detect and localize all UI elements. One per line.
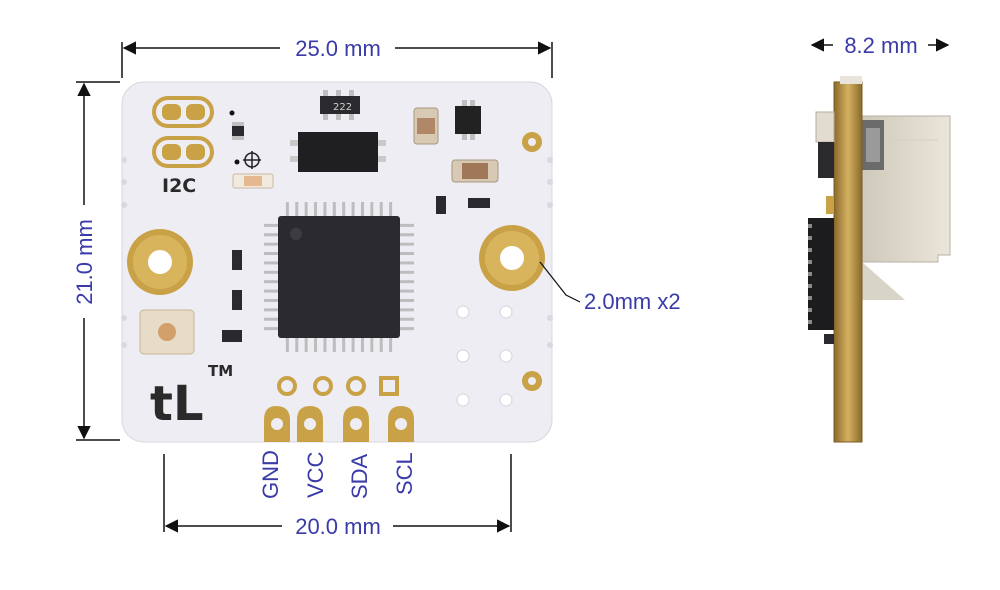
qfp-pin [342, 338, 346, 352]
button-pad [139, 309, 195, 355]
qfp-pin [400, 317, 414, 321]
qfp-pin [264, 280, 278, 284]
qfp-pin [332, 202, 336, 216]
qfp-pin [264, 261, 278, 265]
pcb-front-view: I2C 222 [121, 81, 553, 443]
pin-label-sda: SDA [347, 453, 372, 499]
header-pads [264, 376, 414, 442]
left-edge-castellations [121, 157, 553, 348]
logo-text: tL [150, 376, 204, 432]
via-grid [456, 305, 513, 407]
qfp-pin [342, 202, 346, 216]
main-microcontroller [264, 202, 414, 352]
qfp-pin [264, 242, 278, 246]
qfp-pin [400, 280, 414, 284]
width-dimension: 25.0 mm [121, 36, 553, 78]
qfp-pin [264, 289, 278, 293]
qfp-pin [323, 202, 327, 216]
qfp-pin [389, 202, 393, 216]
qfp-pin [400, 298, 414, 302]
qfp-pin [264, 270, 278, 274]
pin-label-vcc: VCC [303, 451, 328, 498]
qfp-pin [400, 270, 414, 274]
qfp-pin [304, 338, 308, 352]
thickness-dimension: 8.2 mm [810, 33, 950, 58]
qfp-pin [264, 298, 278, 302]
qfp-pin [400, 242, 414, 246]
hole-callout: 2.0mm x2 [539, 261, 681, 314]
qfp-pin [314, 338, 318, 352]
qfp-pin [370, 338, 374, 352]
qfp-pin [400, 233, 414, 237]
qfp-pin [264, 252, 278, 256]
qfp-pin [400, 327, 414, 331]
pin-span-dimension: 20.0 mm [163, 454, 512, 539]
smd-components: 222 [222, 90, 499, 342]
qfp-pin [264, 317, 278, 321]
board-width-label: 25.0 mm [295, 36, 381, 61]
qfp-pin [360, 338, 364, 352]
qfp-pin [332, 338, 336, 352]
qfp-pin [389, 338, 393, 352]
board-height-label: 21.0 mm [72, 219, 97, 305]
qfp-pin [360, 202, 364, 216]
qfp-pin [400, 223, 414, 227]
qfp-pin [370, 202, 374, 216]
brand-logo: tL TM [150, 362, 233, 432]
qfp-pin [323, 338, 327, 352]
qfp-pin [379, 338, 383, 352]
pin-labels: GND VCC SDA SCL [258, 450, 417, 499]
qfp-pin [400, 252, 414, 256]
qfp-pin [295, 202, 299, 216]
pin-label-scl: SCL [392, 452, 417, 495]
pcb-side-view [808, 76, 951, 443]
qfp-pin [285, 202, 289, 216]
qfp-pin [264, 223, 278, 227]
qfp-pin [285, 338, 289, 352]
hole-callout-label: 2.0mm x2 [584, 289, 681, 314]
qfp-pin [295, 338, 299, 352]
qfp-pin [314, 202, 318, 216]
small-gold-vias [522, 132, 542, 391]
qfp-pin [379, 202, 383, 216]
i2c-jumper-pads [152, 96, 214, 168]
qfp-pin [264, 308, 278, 312]
qfp-pin [400, 308, 414, 312]
qfp-pin [351, 338, 355, 352]
qfp-pin [400, 289, 414, 293]
mounting-hole-right [479, 225, 545, 291]
qfp-pin [351, 202, 355, 216]
qfp-pin [264, 327, 278, 331]
pin-label-gnd: GND [258, 450, 283, 499]
qfp-pin [400, 261, 414, 265]
i2c-silkscreen: I2C [162, 175, 196, 197]
regulator-marking: 222 [333, 102, 352, 113]
thickness-label: 8.2 mm [844, 33, 917, 58]
mounting-hole-left [127, 229, 193, 295]
qfp-pin [264, 233, 278, 237]
qfp-pin [304, 202, 308, 216]
height-dimension: 21.0 mm [72, 81, 120, 441]
pin-span-label: 20.0 mm [295, 514, 381, 539]
trademark-mark: TM [208, 362, 233, 380]
